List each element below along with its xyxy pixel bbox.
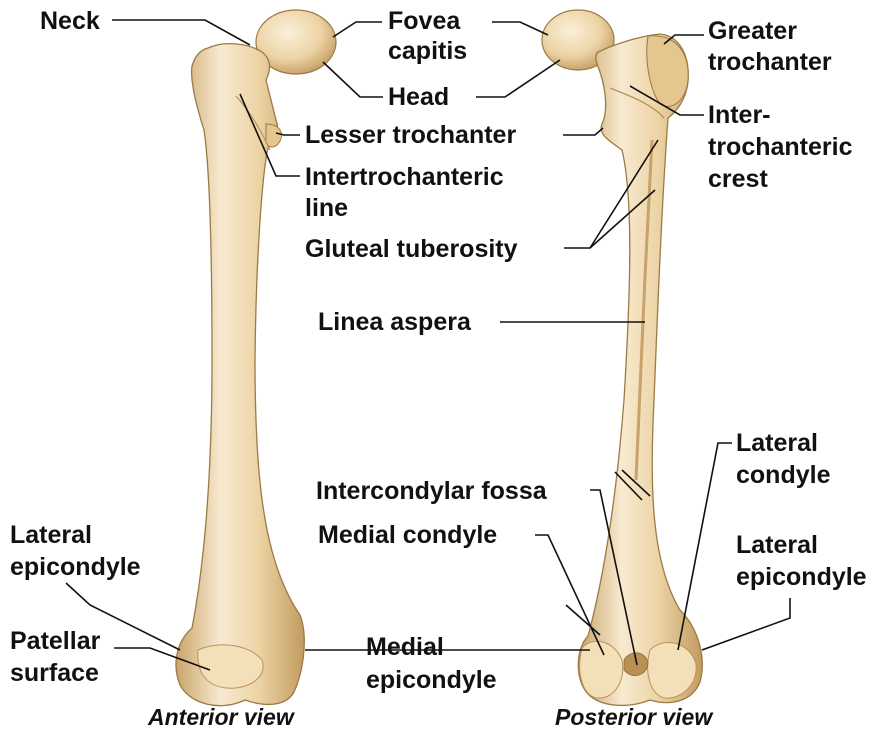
label-intertrochanteric-crest-1: Inter- (708, 100, 771, 130)
label-lateral-epicondyle-right-2: epicondyle (736, 562, 867, 592)
label-intercondylar-fossa: Intercondylar fossa (316, 476, 547, 506)
label-lateral-condyle-1: Lateral (736, 428, 818, 458)
anterior-femur (176, 10, 336, 706)
label-patellar-surface-1: Patellar (10, 626, 100, 656)
anterior-femur-body (176, 44, 304, 706)
label-fovea-capitis-line1: Fovea (388, 6, 460, 36)
label-intertrochanteric-crest-2: trochanteric (708, 132, 852, 162)
label-intertrochanteric-line-1: Intertrochanteric (305, 162, 504, 192)
label-neck: Neck (40, 6, 100, 36)
label-greater-trochanter-1: Greater (708, 16, 797, 46)
anterior-lesser-trochanter (266, 124, 282, 147)
label-head: Head (388, 82, 449, 112)
leader-lines (66, 20, 790, 670)
caption-posterior-view: Posterior view (555, 704, 712, 731)
label-lateral-epicondyle-left-1: Lateral (10, 520, 92, 550)
label-medial-epicondyle-2: epicondyle (366, 665, 497, 695)
label-gluteal-tuberosity: Gluteal tuberosity (305, 234, 518, 264)
caption-anterior-view: Anterior view (148, 704, 294, 731)
label-lesser-trochanter: Lesser trochanter (305, 120, 516, 150)
label-fovea-capitis-line2: capitis (388, 36, 467, 66)
label-greater-trochanter-2: trochanter (708, 47, 832, 77)
label-patellar-surface-2: surface (10, 658, 99, 688)
label-linea-aspera: Linea aspera (318, 307, 471, 337)
label-intertrochanteric-crest-3: crest (708, 164, 768, 194)
label-lateral-epicondyle-right-1: Lateral (736, 530, 818, 560)
label-medial-condyle: Medial condyle (318, 520, 497, 550)
posterior-intercondylar-fossa (624, 653, 648, 676)
label-medial-epicondyle-1: Medial (366, 632, 444, 662)
label-intertrochanteric-line-2: line (305, 193, 348, 223)
label-lateral-epicondyle-left-2: epicondyle (10, 552, 141, 582)
label-lateral-condyle-2: condyle (736, 460, 830, 490)
